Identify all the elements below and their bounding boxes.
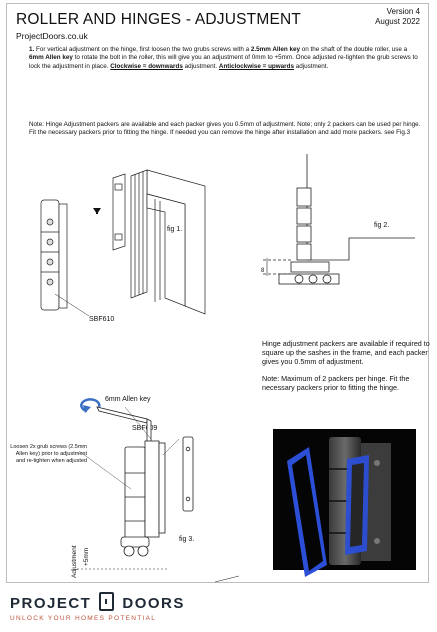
page-title: ROLLER AND HINGES - ADJUSTMENT [16, 11, 302, 28]
allen-key-small: 2.5mm Allen key [250, 46, 301, 53]
fig1-label: fig 1. [167, 226, 183, 233]
packer-info: Hinge adjustment packers are available i… [262, 339, 432, 393]
packer-info-line1: Hinge adjustment packers are available i… [262, 339, 430, 366]
website-link[interactable]: ProjectDoors.co.uk [16, 31, 88, 41]
step-number: 1. [29, 46, 35, 53]
part-sbf609-label: SBF609 [132, 425, 158, 432]
instruction-text: For vertical adjustment on the hinge, fi… [34, 46, 251, 53]
door-icon [99, 592, 115, 611]
page-fold-mark [214, 575, 240, 583]
anticlockwise-rule: Anticlockwise = upwards [218, 62, 294, 70]
dimension-value: 8 [261, 268, 265, 274]
instruction-paragraph: 1. For vertical adjustment on the hinge,… [29, 46, 421, 71]
fig3-label: fig 3. [179, 536, 195, 543]
fig2-drawing [263, 154, 415, 285]
brand-logo: PROJECT DOORS [10, 592, 185, 612]
brand-right: DOORS [122, 595, 185, 612]
packer-note: Note: Hinge Adjustment packers are avail… [29, 121, 421, 137]
brand-tagline: UNLOCK YOUR HOMES POTENTIAL [10, 615, 157, 622]
version-info: Version 4 August 2022 [375, 7, 420, 27]
allen-key-large: 6mm Allen key [29, 54, 73, 62]
grub-screw-note: Loosen 2x grub screws (2.5mm Allen key) … [10, 444, 87, 464]
instruction-text: to rotate the bolt in the roller, this w… [29, 54, 418, 70]
instruction-text: adjustment. [182, 62, 219, 70]
part-sbf610-label: SBF610 [89, 316, 115, 323]
allen-key-label: 6mm Allen key [105, 396, 151, 403]
fig3-drawing [77, 398, 194, 570]
hinge-photo-illustration [287, 437, 391, 577]
packer-info-line2: Note: Maximum of 2 packers per hinge. Fi… [262, 374, 410, 393]
instruction-text: adjustment. [293, 62, 329, 70]
document-page: ROLLER AND HINGES - ADJUSTMENT Version 4… [6, 3, 432, 583]
clockwise-rule: Clockwise = downwards [110, 62, 183, 70]
fig2-label: fig 2. [374, 222, 390, 229]
version-date: August 2022 [375, 17, 420, 26]
fig1-drawing [40, 169, 206, 317]
version-number: Version 4 [386, 7, 420, 16]
instruction-text: on the shaft of the double roller, use a [300, 46, 408, 53]
hinge-packer-photo [273, 429, 416, 577]
brand-left: PROJECT [10, 595, 92, 612]
